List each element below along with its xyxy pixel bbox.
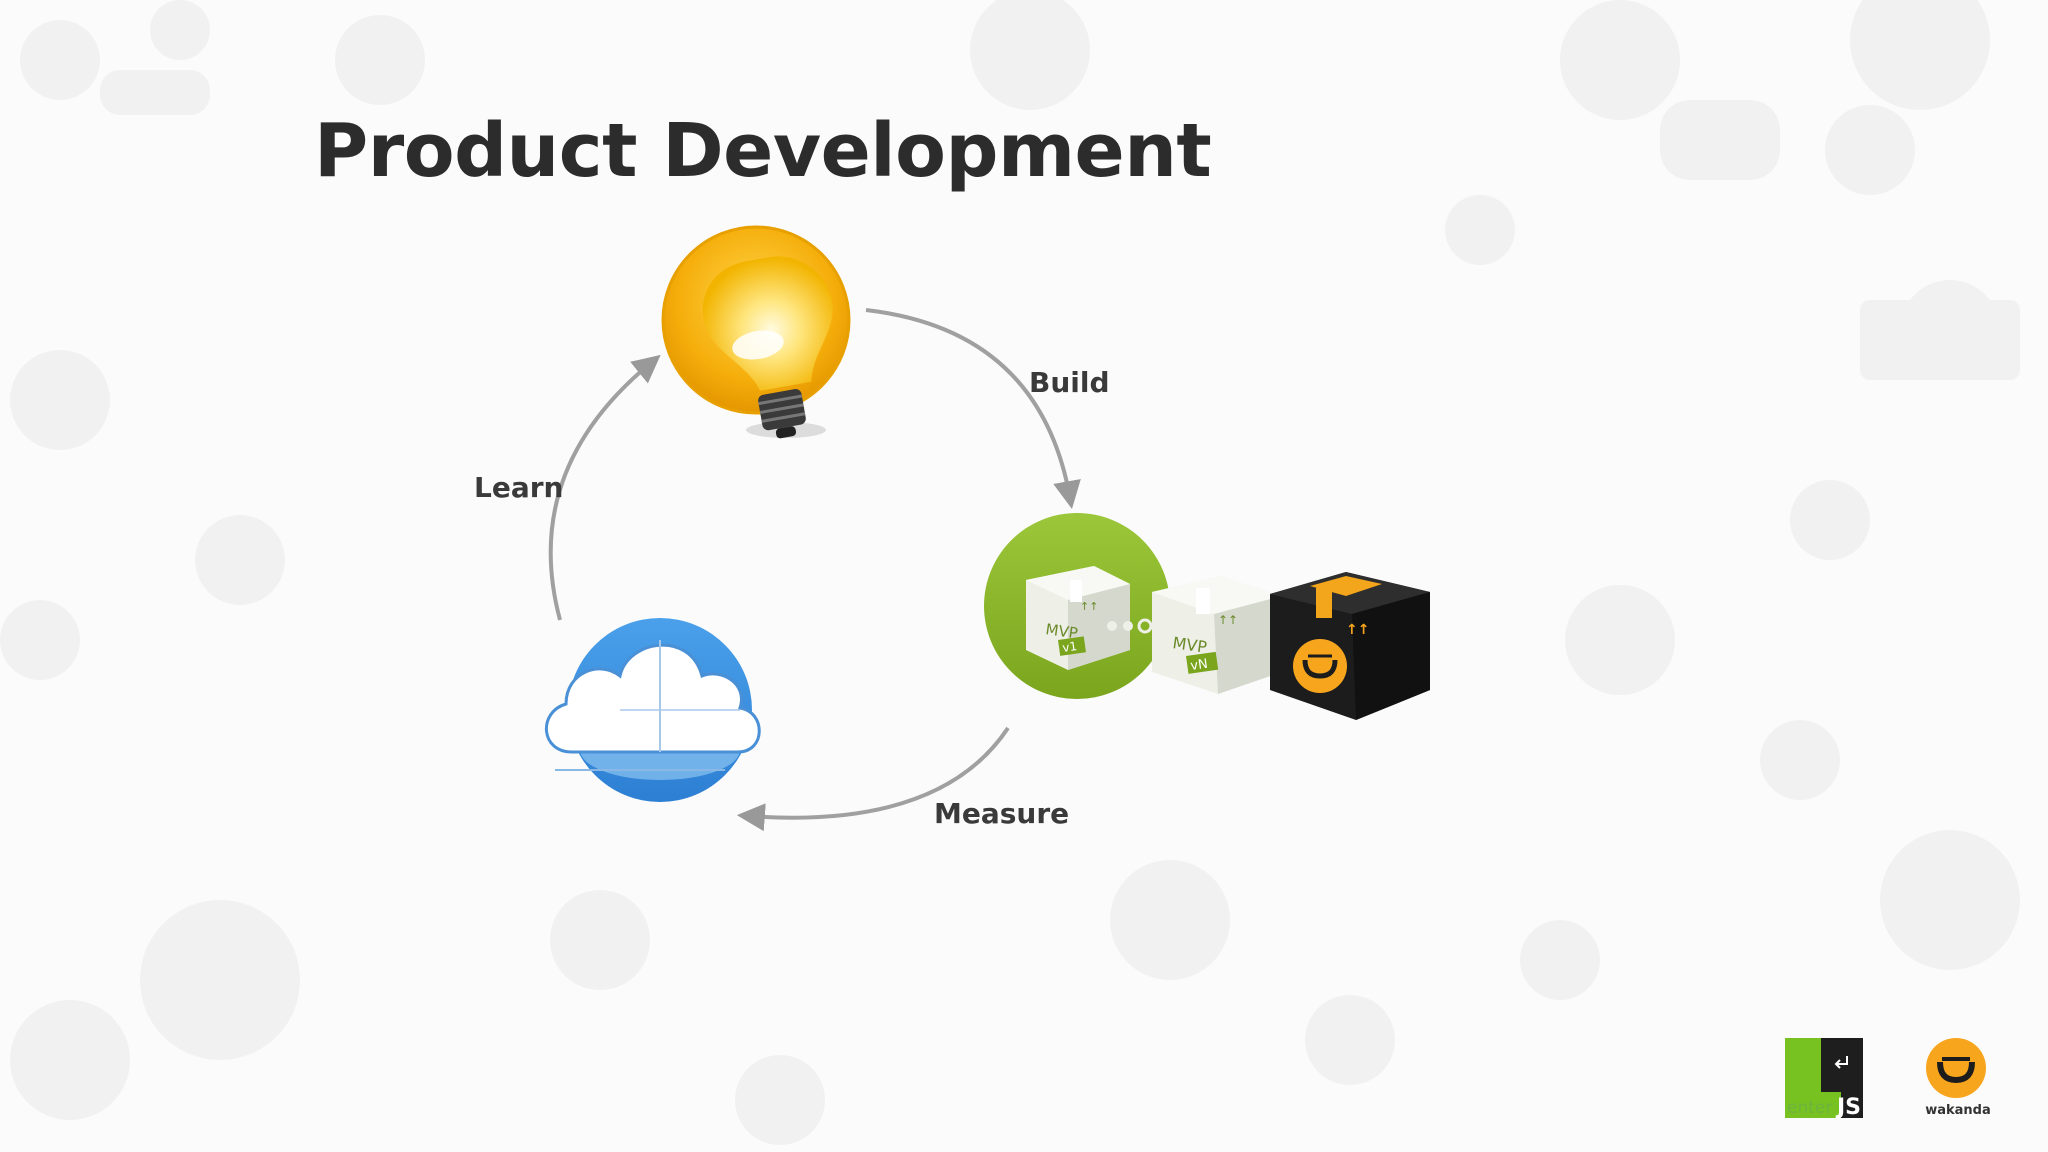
svg-text:↑↑: ↑↑ — [1346, 622, 1369, 638]
svg-text:MVP: MVP — [1171, 633, 1208, 657]
build-label: Build — [1029, 366, 1110, 399]
wakanda-mark-icon — [1926, 1038, 1986, 1098]
svg-text:MVP: MVP — [1044, 620, 1078, 642]
enterjs-enter-text: enter — [1787, 1098, 1833, 1118]
cloud-icon — [544, 618, 761, 802]
svg-text:v1: v1 — [1061, 639, 1078, 655]
svg-text:vN: vN — [1189, 657, 1208, 674]
enterjs-mark-icon — [1785, 1038, 1863, 1118]
learn-arrow — [548, 354, 661, 621]
measure-arrow — [736, 726, 1010, 832]
enterjs-logo: enter JS — [1785, 1038, 1863, 1120]
mvp-boxes-icon: MVP v1 ↑↑ MVP vN ↑↑ ↑↑ — [984, 513, 1430, 720]
enterjs-js-text: JS — [1836, 1095, 1861, 1120]
measure-label: Measure — [934, 797, 1070, 830]
svg-text:↑↑: ↑↑ — [1218, 613, 1238, 627]
wakanda-text: wakanda — [1925, 1103, 1991, 1118]
wakanda-logo: wakanda — [1922, 1038, 1991, 1118]
slide-title: Product Development — [314, 108, 1212, 194]
lightbulb-icon — [661, 225, 851, 439]
learn-label: Learn — [474, 471, 564, 504]
svg-text:↑↑: ↑↑ — [1080, 600, 1098, 613]
build-arrow — [865, 308, 1081, 510]
